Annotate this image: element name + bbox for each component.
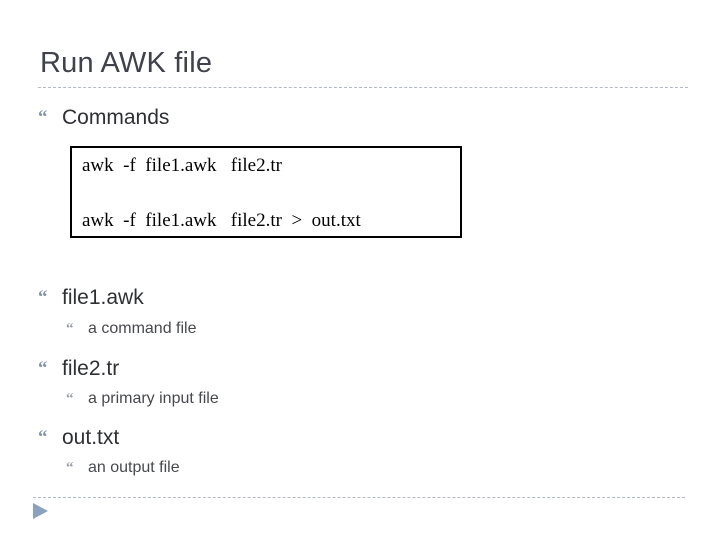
footer-divider	[33, 497, 685, 498]
subbullet-primary-input-file: “ a primary input file	[66, 389, 219, 411]
bullet-file1-awk: “ file1.awk	[38, 284, 144, 312]
slide-title: Run AWK file	[40, 47, 213, 79]
quote-bullet-icon: “	[38, 427, 48, 448]
bullet-label: file1.awk	[62, 286, 144, 309]
code-line-1: awk -f file1.awk file2.tr	[82, 155, 282, 176]
quote-bullet-icon: “	[66, 391, 74, 407]
code-line-2: awk -f file1.awk file2.tr > out.txt	[82, 210, 361, 231]
next-slide-triangle-icon	[33, 503, 48, 519]
subbullet-label: a command file	[88, 320, 197, 337]
title-divider	[38, 87, 688, 88]
quote-bullet-icon: “	[38, 107, 48, 128]
subbullet-label: an output file	[88, 459, 180, 476]
quote-bullet-icon: “	[38, 358, 48, 379]
subbullet-output-file: “ an output file	[66, 458, 180, 480]
bullet-file2-tr: “ file2.tr	[38, 355, 119, 383]
code-box: awk -f file1.awk file2.tr awk -f file1.a…	[70, 146, 462, 238]
bullet-out-txt: “ out.txt	[38, 424, 119, 452]
subbullet-label: a primary input file	[88, 390, 219, 407]
subbullet-command-file: “ a command file	[66, 319, 197, 341]
quote-bullet-icon: “	[66, 460, 74, 476]
bullet-label: out.txt	[62, 426, 120, 449]
bullet-commands: “ Commands	[38, 104, 169, 132]
bullet-label: file2.tr	[62, 357, 120, 380]
bullet-label: Commands	[62, 106, 170, 129]
quote-bullet-icon: “	[38, 287, 48, 308]
quote-bullet-icon: “	[66, 321, 74, 337]
